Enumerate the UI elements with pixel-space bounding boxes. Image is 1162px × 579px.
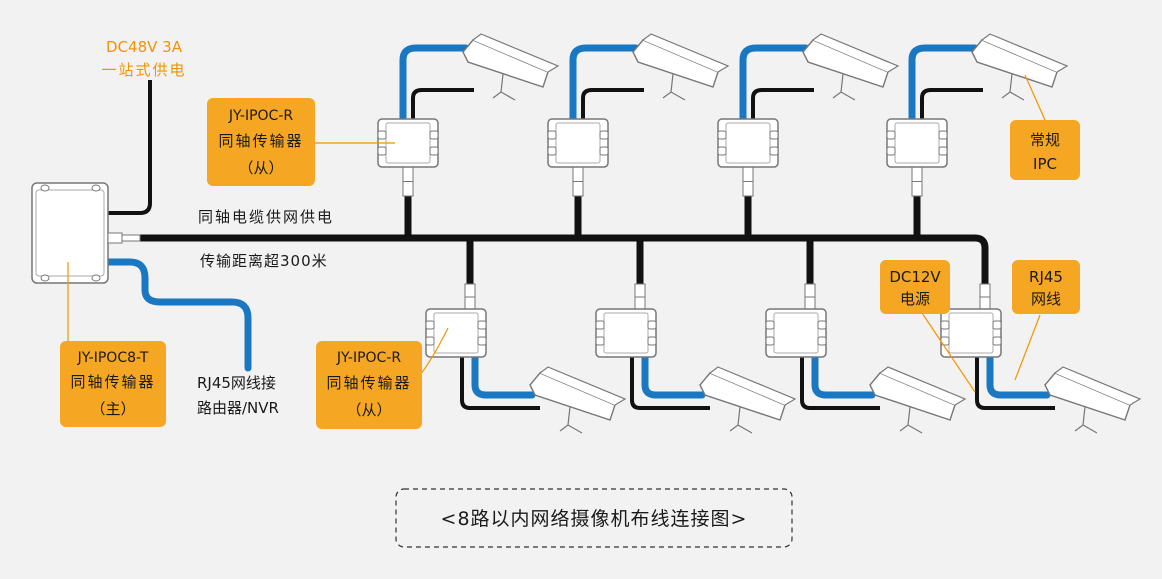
master-network-cable <box>104 258 252 372</box>
leader-dc12v <box>919 309 976 393</box>
lower-camera-3 <box>869 366 967 434</box>
slave-callout-top: JY-IPOC-R 同轴传输器 （从） <box>207 98 315 186</box>
upper-power-cable-2 <box>581 88 644 120</box>
upper-power-cable-1 <box>411 88 474 120</box>
leader-rj45 <box>1014 314 1041 381</box>
lower-power-cable-1 <box>460 355 540 410</box>
upper-power-cable-4 <box>920 88 983 120</box>
upper-coax-connector-4 <box>911 166 923 197</box>
upper-camera-1 <box>462 33 560 101</box>
master-callout: JY-IPOC8-T 同轴传输器 （主） <box>60 341 166 427</box>
upper-coax-connector-2 <box>572 166 584 197</box>
upper-coax-connector-3 <box>742 166 754 197</box>
router-note-line1: RJ45网线接 <box>197 374 276 392</box>
upper-power-cable-3 <box>751 88 814 120</box>
lower-slave-receiver-3 <box>765 308 827 358</box>
slave-top-desc: 同轴传输器 <box>218 132 303 150</box>
lower-slave-receiver-4 <box>940 308 1002 358</box>
lower-camera-1 <box>529 366 627 434</box>
leader-slave-bottom <box>419 327 449 376</box>
upper-slave-receiver-3 <box>717 118 779 168</box>
lower-coax-connector-1 <box>464 283 476 311</box>
ipc-line2: IPC <box>1033 155 1057 173</box>
lower-network-cable-1 <box>471 351 536 399</box>
ipc-callout: 常规 IPC <box>1010 120 1080 180</box>
master-desc: 同轴传输器 <box>70 373 155 391</box>
caption-frame: <8路以内网络摄像机布线连接图> <box>395 488 793 548</box>
coax-label-distance: 传输距离超300米 <box>200 252 328 270</box>
slave-top-role: （从） <box>238 159 283 177</box>
upper-camera-3 <box>802 33 900 101</box>
slave-bottom-desc: 同轴传输器 <box>326 374 411 392</box>
upper-camera-2 <box>632 33 730 101</box>
dc12v-line2: 电源 <box>900 290 930 308</box>
lower-power-cable-4 <box>975 355 1055 410</box>
ipc-line1: 常规 <box>1030 131 1060 149</box>
master-transmitter <box>31 182 141 284</box>
rj45-line2: 网线 <box>1031 290 1061 308</box>
slave-bottom-model: JY-IPOC-R <box>336 350 401 366</box>
master-power-cable <box>108 80 152 215</box>
upper-network-cable-2 <box>569 44 640 124</box>
lower-coax-connector-2 <box>634 283 646 311</box>
upper-network-cable-3 <box>739 44 810 124</box>
rj45-callout: RJ45 网线 <box>1012 260 1080 314</box>
lower-slave-receiver-1 <box>425 308 487 358</box>
master-role: （主） <box>90 400 135 418</box>
master-model: JY-IPOC8-T <box>77 350 149 366</box>
router-note-line2: 路由器/NVR <box>197 399 279 417</box>
lower-camera-2 <box>699 366 797 434</box>
lower-camera-4 <box>1044 366 1142 434</box>
coax-trunk <box>140 234 989 285</box>
power-note-line1: DC48V 3A <box>106 38 183 56</box>
slave-top-model: JY-IPOC-R <box>228 108 293 124</box>
diagram-caption: <8路以内网络摄像机布线连接图> <box>441 508 748 530</box>
upper-slave-receiver-1 <box>377 118 439 168</box>
lower-power-cable-3 <box>800 355 880 410</box>
lower-network-cable-4 <box>986 351 1051 399</box>
lower-network-cable-3 <box>811 351 876 399</box>
lower-power-cable-2 <box>630 355 710 410</box>
upper-camera-4 <box>971 33 1069 101</box>
leader-ipc <box>1024 74 1046 121</box>
upper-coax-connector-1 <box>402 166 414 197</box>
upper-network-cable-1 <box>399 44 470 124</box>
dc12v-line1: DC12V <box>889 268 941 286</box>
lower-slave-receiver-2 <box>595 308 657 358</box>
rj45-line1: RJ45 <box>1029 268 1063 286</box>
slave-bottom-role: （从） <box>346 401 391 419</box>
upper-slave-receiver-2 <box>547 118 609 168</box>
lower-network-cable-2 <box>641 351 706 399</box>
coax-label-power: 同轴电缆供网供电 <box>198 208 334 226</box>
upper-slave-receiver-4 <box>886 118 948 168</box>
dc12v-callout: DC12V 电源 <box>880 260 950 314</box>
lower-coax-connector-4 <box>979 283 991 311</box>
slave-callout-bottom: JY-IPOC-R 同轴传输器 （从） <box>316 341 422 429</box>
lower-coax-connector-3 <box>804 283 816 311</box>
power-note-line2: 一站式供电 <box>101 61 186 79</box>
upper-network-cable-4 <box>908 44 979 124</box>
